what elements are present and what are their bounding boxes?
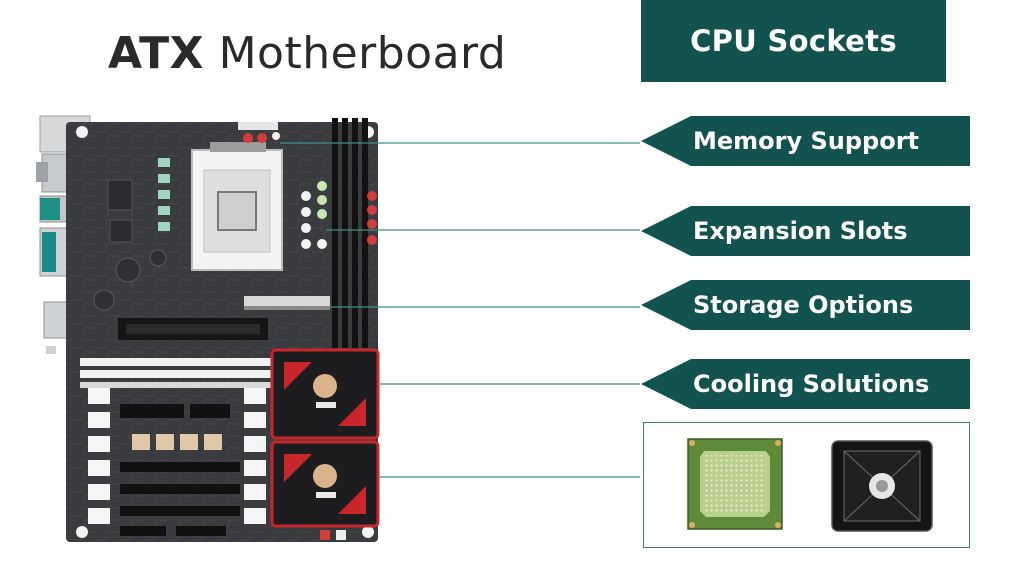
cpu-sockets-header: CPU Sockets — [641, 0, 946, 82]
component-images — [687, 438, 933, 532]
pcie-x16-slot — [118, 318, 268, 340]
tag-label: Memory Support — [693, 127, 920, 155]
component-images-panel — [643, 422, 970, 548]
tag-label: Cooling Solutions — [693, 370, 930, 398]
cpu-sockets-label: CPU Sockets — [690, 24, 897, 58]
tag-cooling-solutions: Cooling Solutions — [641, 359, 970, 409]
tag-expansion-slots: Expansion Slots — [641, 206, 970, 256]
tag-label: Storage Options — [693, 291, 914, 319]
m2-heatsink-bottom — [270, 440, 380, 528]
tag-storage-options: Storage Options — [641, 280, 970, 330]
expansion-slots — [80, 358, 272, 516]
tag-memory-support: Memory Support — [641, 116, 970, 166]
vrm-pads — [93, 158, 170, 311]
cpu-power-connector — [238, 122, 280, 143]
left-latches — [88, 388, 110, 524]
motherboard-illustration — [36, 115, 640, 542]
title-bold: ATX — [108, 28, 205, 79]
memory-slots — [301, 118, 377, 348]
cpu-chip-icon — [687, 438, 783, 530]
cpu-socket — [191, 142, 283, 271]
title-rest: Motherboard — [204, 28, 507, 79]
bottom-connectors — [120, 526, 346, 540]
m2-heatsink-top — [270, 348, 380, 440]
cpu-cooler-icon — [831, 440, 933, 532]
tag-label: Expansion Slots — [693, 217, 908, 245]
page-title: ATX Motherboard — [108, 28, 506, 79]
leader-lines — [280, 142, 640, 478]
header-row — [244, 296, 330, 310]
right-latches — [244, 388, 266, 524]
